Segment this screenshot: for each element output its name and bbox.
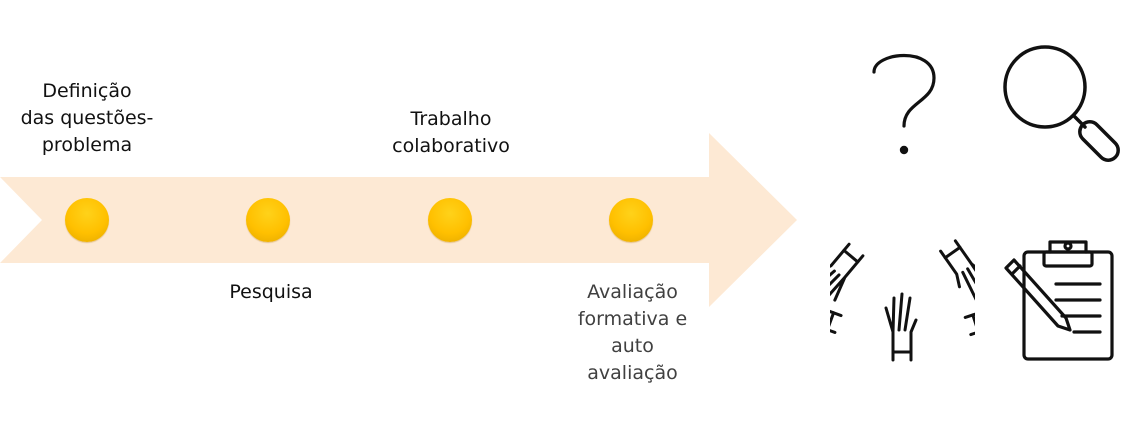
- step-label-1: Definição das questões- problema: [20, 80, 154, 156]
- timeline-arrow: [0, 133, 797, 307]
- question-mark-icon: [872, 54, 936, 155]
- step-dot-3: [428, 198, 472, 242]
- step-dot-2: [246, 198, 290, 242]
- magnifying-glass-icon: [1003, 45, 1120, 162]
- step-label-3: Trabalho colaborativo: [392, 108, 510, 157]
- step-label-4: Avaliação formativa e auto avaliação: [577, 281, 688, 384]
- hands-together-icon: [830, 239, 975, 362]
- clipboard-pencil-icon: [1004, 240, 1114, 361]
- step-dot-1: [65, 198, 109, 242]
- step-dot-4: [609, 198, 653, 242]
- step-label-2: Pesquisa: [229, 281, 313, 303]
